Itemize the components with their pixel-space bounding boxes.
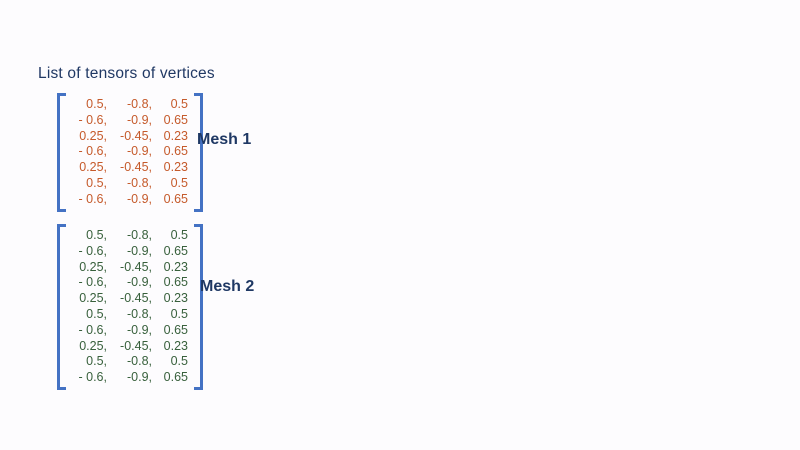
matrix-row: 0.5, -0.8, 0.5 — [74, 354, 188, 370]
matrix-row: - 0.6, -0.9, 0.65 — [74, 322, 189, 339]
matrix-cell: 0.5, — [86, 97, 107, 111]
left-bracket-icon — [57, 224, 66, 390]
matrix-cell: -0.9, — [126, 275, 152, 290]
matrix-row: - 0.6, -0.9, 0.65 — [74, 112, 189, 129]
matrix-cell: 0.65 — [163, 370, 188, 385]
matrix-cell: 0.65 — [163, 243, 188, 258]
matrix-cell: 0.25, — [79, 291, 107, 306]
mesh-1-label: Mesh 1 — [197, 131, 252, 148]
matrix-cell: 0.5 — [170, 354, 188, 369]
matrix-row: 0.25, -0.45, 0.23 — [74, 260, 188, 276]
matrix-cell: - 0.6, — [78, 370, 108, 385]
matrix-cell: 0.65 — [163, 275, 188, 290]
matrix-cell: 0.5 — [170, 306, 188, 321]
matrix-cell: 0.25, — [79, 259, 107, 274]
matrix-cell: - 0.6, — [78, 275, 108, 290]
matrix-cell: 0.5 — [170, 228, 188, 242]
matrix-cell: 0.5 — [170, 97, 188, 111]
matrix-cell: 0.23 — [163, 291, 188, 306]
matrix-row: 0.25, -0.45, 0.23 — [74, 160, 188, 176]
matrix-cell: -0.8, — [126, 354, 152, 369]
matrix-cell: -0.9, — [126, 144, 152, 159]
matrix-cell: 0.5, — [86, 306, 107, 321]
matrix-row: - 0.6, -0.9, 0.65 — [74, 370, 189, 386]
matrix-cell: -0.8, — [126, 175, 152, 190]
matrix-row: 0.5, -0.8, 0.5 — [74, 307, 188, 323]
matrix-cell: -0.9, — [126, 243, 152, 258]
page-title: List of tensors of vertices — [38, 65, 215, 82]
matrix-cell: -0.45, — [120, 128, 152, 143]
matrix-cell: 0.5, — [86, 354, 107, 369]
matrix-cell: 0.65 — [163, 144, 188, 159]
left-bracket-icon — [57, 93, 66, 212]
matrix-cell: -0.8, — [126, 97, 152, 111]
matrix-row: 0.5, -0.8, 0.5 — [74, 228, 188, 244]
matrix-cell: -0.9, — [126, 112, 152, 127]
matrix-cell: - 0.6, — [78, 191, 108, 206]
matrix-cell: 0.65 — [163, 191, 188, 206]
matrix-cell: 0.5, — [86, 175, 107, 190]
matrix-row: - 0.6, -0.9, 0.65 — [74, 243, 189, 260]
matrix-cell: -0.9, — [126, 322, 152, 337]
matrix-cell: -0.45, — [120, 160, 152, 175]
matrix-cell: -0.8, — [126, 306, 152, 321]
matrix-cell: 0.65 — [163, 112, 188, 127]
matrix-cell: -0.9, — [126, 370, 152, 385]
matrix-cell: 0.23 — [163, 128, 188, 143]
matrix-row: - 0.6, -0.9, 0.65 — [74, 191, 189, 208]
matrix-cell: -0.45, — [120, 259, 152, 274]
matrix-cell: -0.45, — [120, 291, 152, 306]
matrix-cell: 0.25, — [79, 160, 107, 175]
matrix-cell: 0.65 — [163, 322, 188, 337]
right-bracket-icon — [194, 93, 203, 212]
matrix-row: - 0.6, -0.9, 0.65 — [74, 275, 189, 291]
mesh-2-label: Mesh 2 — [200, 278, 255, 295]
matrix-cell: - 0.6, — [78, 144, 108, 159]
matrix-row: - 0.6, -0.9, 0.65 — [74, 144, 189, 160]
matrix-cell: - 0.6, — [78, 322, 108, 337]
matrix-cell: 0.23 — [163, 259, 188, 274]
matrix-row: 0.25, -0.45, 0.23 — [74, 291, 188, 307]
matrix-cell: 0.5, — [86, 228, 107, 242]
matrix-cell: 0.23 — [163, 160, 188, 175]
matrix-cell: -0.45, — [120, 338, 152, 353]
matrix-row: 0.25, -0.45, 0.23 — [74, 339, 188, 355]
matrix-cell: 0.25, — [79, 338, 107, 353]
matrix-cell: 0.23 — [163, 338, 188, 353]
matrix-cell: -0.9, — [126, 191, 152, 206]
matrix-cell: 0.5 — [170, 175, 188, 190]
matrix-cell: - 0.6, — [78, 243, 108, 258]
matrix-cell: 0.25, — [79, 128, 107, 143]
matrix-row: 0.25, -0.45, 0.23 — [74, 129, 188, 145]
right-bracket-icon — [194, 224, 203, 390]
matrix-row: 0.5, -0.8, 0.5 — [74, 97, 188, 113]
matrix-cell: - 0.6, — [78, 112, 108, 127]
matrix-row: 0.5, -0.8, 0.5 — [74, 176, 188, 192]
matrix-cell: -0.8, — [126, 228, 152, 242]
